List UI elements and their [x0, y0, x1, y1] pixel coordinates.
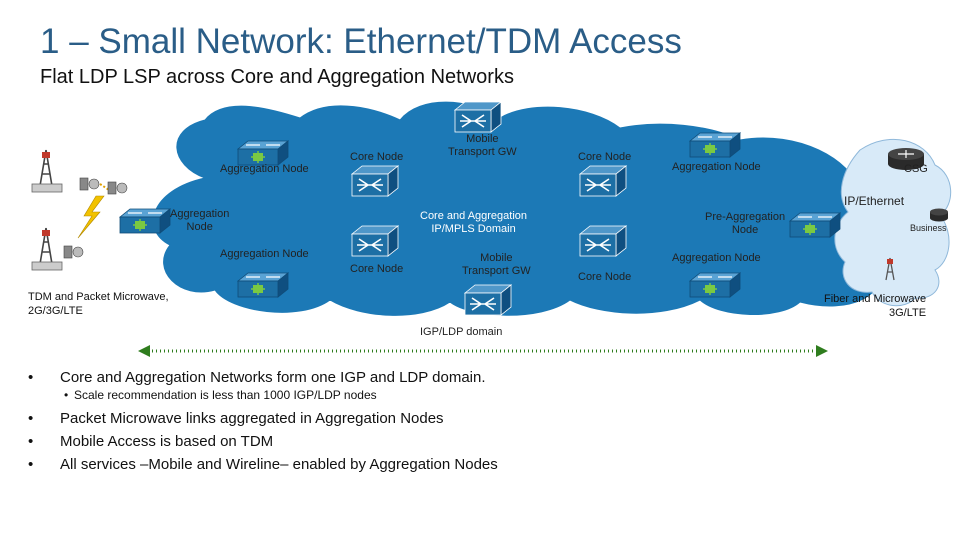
label-aggregation-node-tl: Aggregation Node — [220, 163, 309, 175]
label-core-node-tr: Core Node — [578, 151, 632, 163]
label-igp-ldp-domain: IGP/LDP domain — [420, 326, 503, 338]
antenna-icon — [79, 177, 113, 193]
bullet-list: Core and Aggregation Networks form one I… — [28, 366, 498, 476]
label-business: Business — [910, 223, 947, 233]
cell-tower-icon — [31, 227, 63, 271]
label-aggregation-node-br: Aggregation Node — [672, 252, 761, 264]
igp-ldp-domain-span — [138, 345, 828, 357]
csg-router-icon — [888, 148, 924, 170]
page-title: 1 – Small Network: Ethernet/TDM Access — [40, 22, 682, 61]
label-pre-aggregation-node: Pre-Aggregation Node — [705, 211, 786, 236]
aggregation-node-left — [119, 208, 171, 234]
bullet-subitem: Scale recommendation is less than 1000 I… — [28, 387, 498, 403]
label-aggregation-node-left: Aggregation Node — [170, 208, 230, 233]
core-node-bottom-right — [579, 225, 627, 257]
label-fiber-microwave: Fiber and Microwave 3G/LTE — [824, 293, 927, 319]
core-node-top-right — [579, 165, 627, 197]
bullet-item: Core and Aggregation Networks form one I… — [28, 366, 498, 389]
label-core-node-bl: Core Node — [350, 263, 404, 275]
label-core-node-tl: Core Node — [350, 151, 404, 163]
aggregation-node-bottom-right — [689, 272, 741, 298]
cell-tower-icon — [885, 257, 895, 281]
label-mobile-transport-gw-top: Mobile Transport GW — [448, 133, 517, 158]
label-aggregation-node-bl: Aggregation Node — [220, 248, 309, 260]
bullet-item: Packet Microwave links aggregated in Agg… — [28, 407, 498, 430]
bullet-item: Mobile Access is based on TDM — [28, 430, 498, 453]
mobile-transport-gw-bottom — [464, 284, 512, 316]
antenna-icon — [107, 181, 128, 195]
bullet-item: All services –Mobile and Wireline– enabl… — [28, 453, 498, 476]
label-csg: CSG — [904, 163, 928, 175]
page-subtitle: Flat LDP LSP across Core and Aggregation… — [40, 66, 514, 88]
label-mobile-transport-gw-bottom: Mobile Transport GW — [462, 252, 531, 277]
label-aggregation-node-tr: Aggregation Node — [672, 161, 761, 173]
mobile-transport-gw-top — [454, 101, 502, 133]
business-router-icon — [930, 208, 948, 222]
pre-aggregation-node — [789, 212, 841, 238]
aggregation-node-top-left — [237, 140, 289, 166]
aggregation-node-top-right — [689, 132, 741, 158]
aggregation-node-bottom-left — [237, 272, 289, 298]
label-ip-ethernet: IP/Ethernet — [844, 194, 905, 208]
label-tdm-packet-microwave: TDM and Packet Microwave, 2G/3G/LTE — [28, 291, 169, 317]
antenna-icon — [63, 245, 84, 259]
core-node-bottom-left — [351, 225, 399, 257]
cell-tower-icon — [31, 149, 63, 193]
label-core-node-br: Core Node — [578, 271, 632, 283]
label-core-aggregation-domain: Core and Aggregation IP/MPLS Domain — [420, 210, 528, 235]
core-node-top-left — [351, 165, 399, 197]
lightning-icon — [77, 195, 105, 239]
